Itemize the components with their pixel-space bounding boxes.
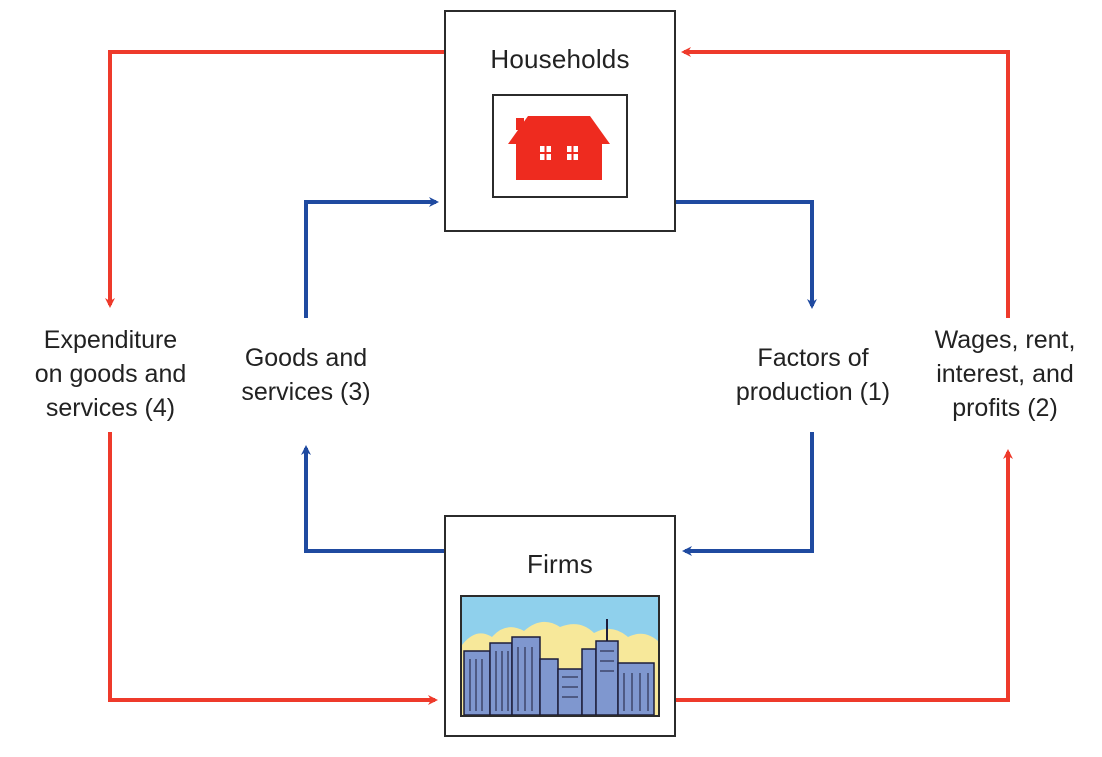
wages-flow-bottom-arrow: [676, 449, 1013, 702]
expenditure-label-line-1: Expenditure: [43, 326, 178, 354]
city-skyline-icon: [460, 595, 660, 717]
factors-label-line-2: production (1): [735, 378, 891, 406]
goods-flow-bottom-arrow: [301, 445, 444, 553]
wages-flow-top-arrow: [681, 47, 1010, 318]
firms-node: Firms: [444, 515, 676, 737]
goods-label: Goods and services (3): [214, 341, 398, 409]
goods-flow-top-arrow: [304, 197, 439, 318]
wages-label: Wages, rent, interest, and profits (2): [912, 323, 1098, 425]
expenditure-label: Expenditure on goods and services (4): [8, 323, 213, 425]
factors-label: Factors of production (1): [716, 341, 910, 409]
firms-title: Firms: [527, 549, 593, 579]
expenditure-flow-top-arrow: [105, 50, 444, 308]
factors-flow-bottom-arrow: [682, 432, 814, 556]
goods-label-line-1: Goods and: [244, 344, 368, 372]
expenditure-label-line-2: on goods and: [34, 360, 187, 388]
house-icon: [492, 94, 628, 198]
wages-label-line-1: Wages, rent,: [934, 326, 1076, 354]
expenditure-label-line-3: services (4): [45, 394, 176, 422]
households-node: Households: [444, 10, 676, 232]
goods-label-line-2: services (3): [241, 378, 371, 406]
households-title: Households: [490, 44, 630, 74]
wages-label-line-2: interest, and: [936, 360, 1074, 388]
expenditure-flow-bottom-arrow: [108, 432, 438, 705]
wages-label-line-3: profits (2): [952, 394, 1058, 422]
factors-flow-top-arrow: [676, 200, 817, 309]
factors-label-line-1: Factors of: [757, 344, 869, 372]
